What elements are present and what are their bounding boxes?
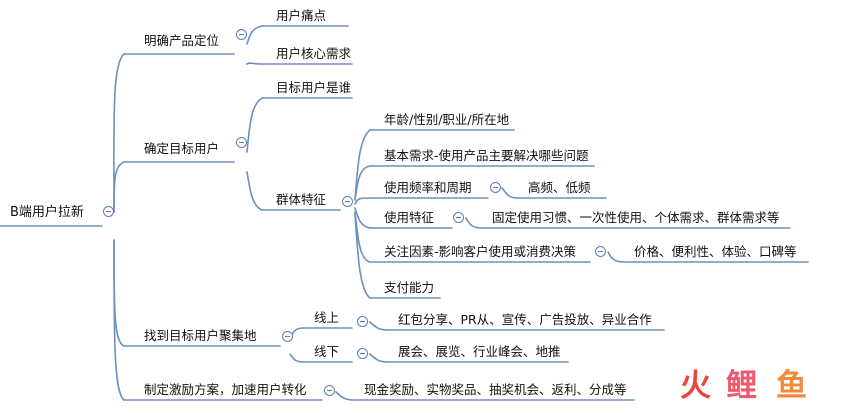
collapse-toggle-gathering[interactable] bbox=[282, 331, 293, 342]
node-incentive-detail[interactable]: 现金奖励、实物奖品、抽奖机会、返利、分成等 bbox=[364, 382, 627, 397]
node-core-needs[interactable]: 用户核心需求 bbox=[276, 46, 352, 61]
node-usage-traits[interactable]: 使用特征 bbox=[384, 210, 435, 225]
collapse-toggle-offline[interactable] bbox=[357, 348, 368, 359]
collapse-toggle-traits[interactable] bbox=[342, 196, 353, 207]
collapse-toggle-factors[interactable] bbox=[595, 246, 606, 257]
node-online[interactable]: 线上 bbox=[314, 310, 340, 325]
node-decision-factors[interactable]: 关注因素-影响客户使用或消费决策 bbox=[384, 244, 577, 259]
node-usage-detail[interactable]: 固定使用习惯、一次性使用、个体需求、群体需求等 bbox=[492, 210, 780, 225]
collapse-toggle-online[interactable] bbox=[357, 316, 368, 327]
node-basic-needs[interactable]: 基本需求-使用产品主要解决哪些问题 bbox=[384, 148, 589, 163]
watermark-glyph-2: 鲤 bbox=[726, 368, 757, 404]
collapse-toggle-target[interactable] bbox=[236, 137, 247, 148]
link-root-incentive bbox=[113, 239, 125, 401]
link-root-gathering bbox=[113, 239, 125, 347]
node-offline-detail[interactable]: 展会、展览、行业峰会、地推 bbox=[398, 344, 561, 359]
node-group-traits[interactable]: 群体特征 bbox=[276, 192, 327, 207]
branch-gathering-places[interactable]: 找到目标用户聚集地 bbox=[144, 328, 257, 343]
node-frequency[interactable]: 使用频率和周期 bbox=[384, 180, 472, 195]
branch-target-users[interactable]: 确定目标用户 bbox=[144, 141, 220, 156]
node-demographics[interactable]: 年龄/性别/职业/所在地 bbox=[384, 112, 510, 127]
watermark-logo: 火 鲤 鱼 bbox=[680, 366, 830, 406]
collapse-toggle-frequency[interactable] bbox=[490, 182, 501, 193]
node-offline[interactable]: 线下 bbox=[314, 344, 340, 359]
branch-incentive-plan[interactable]: 制定激励方案，加速用户转化 bbox=[144, 382, 307, 397]
collapse-toggle-root[interactable] bbox=[103, 206, 114, 217]
collapse-toggle-positioning[interactable] bbox=[236, 29, 247, 40]
node-frequency-detail[interactable]: 高频、低频 bbox=[528, 180, 591, 195]
node-payment-ability[interactable]: 支付能力 bbox=[384, 280, 435, 295]
node-online-detail[interactable]: 红包分享、PR从、宣传、广告投放、异业合作 bbox=[398, 312, 652, 327]
link-root-positioning bbox=[113, 53, 125, 213]
watermark-glyph-1: 火 bbox=[680, 368, 711, 404]
node-user-pain-points[interactable]: 用户痛点 bbox=[276, 8, 327, 23]
collapse-toggle-incentive[interactable] bbox=[324, 385, 335, 396]
collapse-toggle-usage[interactable] bbox=[453, 212, 464, 223]
node-who-are-users[interactable]: 目标用户是谁 bbox=[276, 80, 352, 95]
node-factors-detail[interactable]: 价格、便利性、体验、口碑等 bbox=[634, 244, 797, 259]
branch-positioning[interactable]: 明确产品定位 bbox=[144, 33, 220, 48]
root-node[interactable]: B端用户拉新 bbox=[10, 205, 84, 220]
watermark-glyph-3: 鱼 bbox=[776, 368, 807, 404]
link-root-target bbox=[113, 161, 125, 213]
